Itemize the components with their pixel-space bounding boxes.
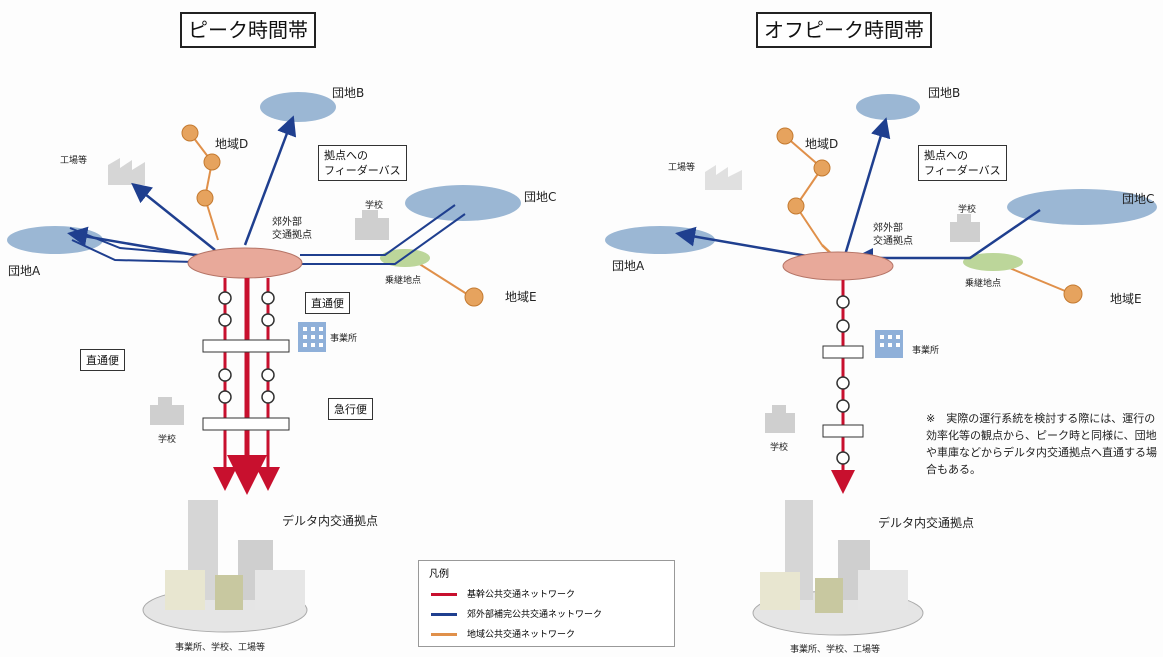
label-region-d: 地域D [215,137,249,151]
label-danchi-c: 団地C [524,190,557,204]
label-bottom-caption-off: 事業所、学校、工場等 [790,645,881,655]
suburban-arrows-peak [67,115,297,260]
legend-title: 凡例 [429,569,449,580]
legend-label-trunk: 基幹公共交通ネットワーク [467,590,576,600]
school-icon-off-top [950,214,980,242]
callout-direct-1: 直通便 [305,292,350,314]
label-suburban-hub-off: 郊外部 交通拠点 [873,223,913,247]
title-peak: ピーク時間帯 [180,12,316,48]
suburban-arrows-off [675,117,1041,268]
region-e-stops-off [963,253,1083,304]
factory-icon-off [705,165,742,190]
label-danchi-a-off: 団地A [612,259,645,273]
danchi-a-shape-off [605,226,715,254]
legend-label-local: 地域公共交通ネットワーク [467,630,576,640]
legend-item-local: 地域公共交通ネットワーク [431,627,575,640]
peak-diagram [7,92,521,633]
label-school-top: 学校 [365,201,384,211]
region-d-stops-off [776,127,831,246]
label-suburban-hub: 郊外部 交通拠点 [272,217,312,241]
legend-swatch-trunk [431,593,457,596]
legend-box: 凡例 基幹公共交通ネットワーク 郊外部補完公共交通ネットワーク 地域公共交通ネッ… [418,560,675,647]
school-icon-peak-top [355,210,389,240]
operation-note: ※ 実際の運行系統を検討する際には、運行の効率化等の観点から、ピーク時と同様に、… [926,412,1157,476]
callout-feeder-bus-off: 拠点への フィーダーバス [918,145,1007,181]
trunk-lines-peak [202,278,290,495]
delta-hub-city-off [752,500,924,636]
label-delta-hub-off: デルタ内交通拠点 [878,516,975,530]
office-icon-peak [298,322,326,352]
label-danchi-b-off: 団地B [928,86,961,100]
label-danchi-c-off: 団地C [1122,192,1155,206]
label-school-top-off: 学校 [958,205,977,215]
callout-feeder-bus: 拠点への フィーダーバス [318,145,407,181]
danchi-c-shape-off [1007,189,1157,225]
label-region-e: 地域E [505,290,537,304]
callout-direct-2: 直通便 [80,349,125,371]
label-school-bottom-off: 学校 [770,443,789,453]
factory-icon [108,158,145,185]
label-region-d-off: 地域D [805,137,839,151]
label-danchi-a: 団地A [8,264,41,278]
label-danchi-b: 団地B [332,86,365,100]
danchi-b-shape-off [856,94,920,120]
danchi-a-shape [7,226,103,254]
trunk-lines-off [822,280,864,494]
offpeak-diagram [605,94,1157,636]
legend-swatch-suburban [431,613,457,616]
label-delta-hub: デルタ内交通拠点 [282,514,379,528]
office-icon-off [875,330,903,358]
label-region-e-off: 地域E [1110,292,1142,306]
label-parking: 乗継地点 [385,276,422,286]
suburban-hub-shape-peak [187,247,303,279]
school-icon-peak-bottom [150,397,184,425]
title-offpeak: オフピーク時間帯 [756,12,932,48]
danchi-c-shape [405,185,521,221]
delta-hub-city-peak [142,500,308,633]
suburban-hub-shape-off [782,251,894,281]
label-office: 事業所 [330,334,358,344]
region-d-stops [181,124,221,241]
school-icon-off-bottom [765,405,795,433]
label-parking-off: 乗継地点 [965,279,1002,289]
label-factory-off: 工場等 [668,163,696,173]
label-office-off: 事業所 [912,346,940,356]
danchi-b-shape [260,92,336,122]
label-school-bottom: 学校 [158,435,177,445]
legend-swatch-local [431,633,457,636]
feeder-band-peak [69,204,466,265]
callout-express: 急行便 [328,398,373,420]
label-bottom-caption: 事業所、学校、工場等 [175,643,266,653]
legend-item-trunk: 基幹公共交通ネットワーク [431,587,575,600]
label-factory: 工場等 [60,156,88,166]
legend-label-suburban: 郊外部補完公共交通ネットワーク [467,610,603,620]
legend-item-suburban: 郊外部補完公共交通ネットワーク [431,607,602,620]
